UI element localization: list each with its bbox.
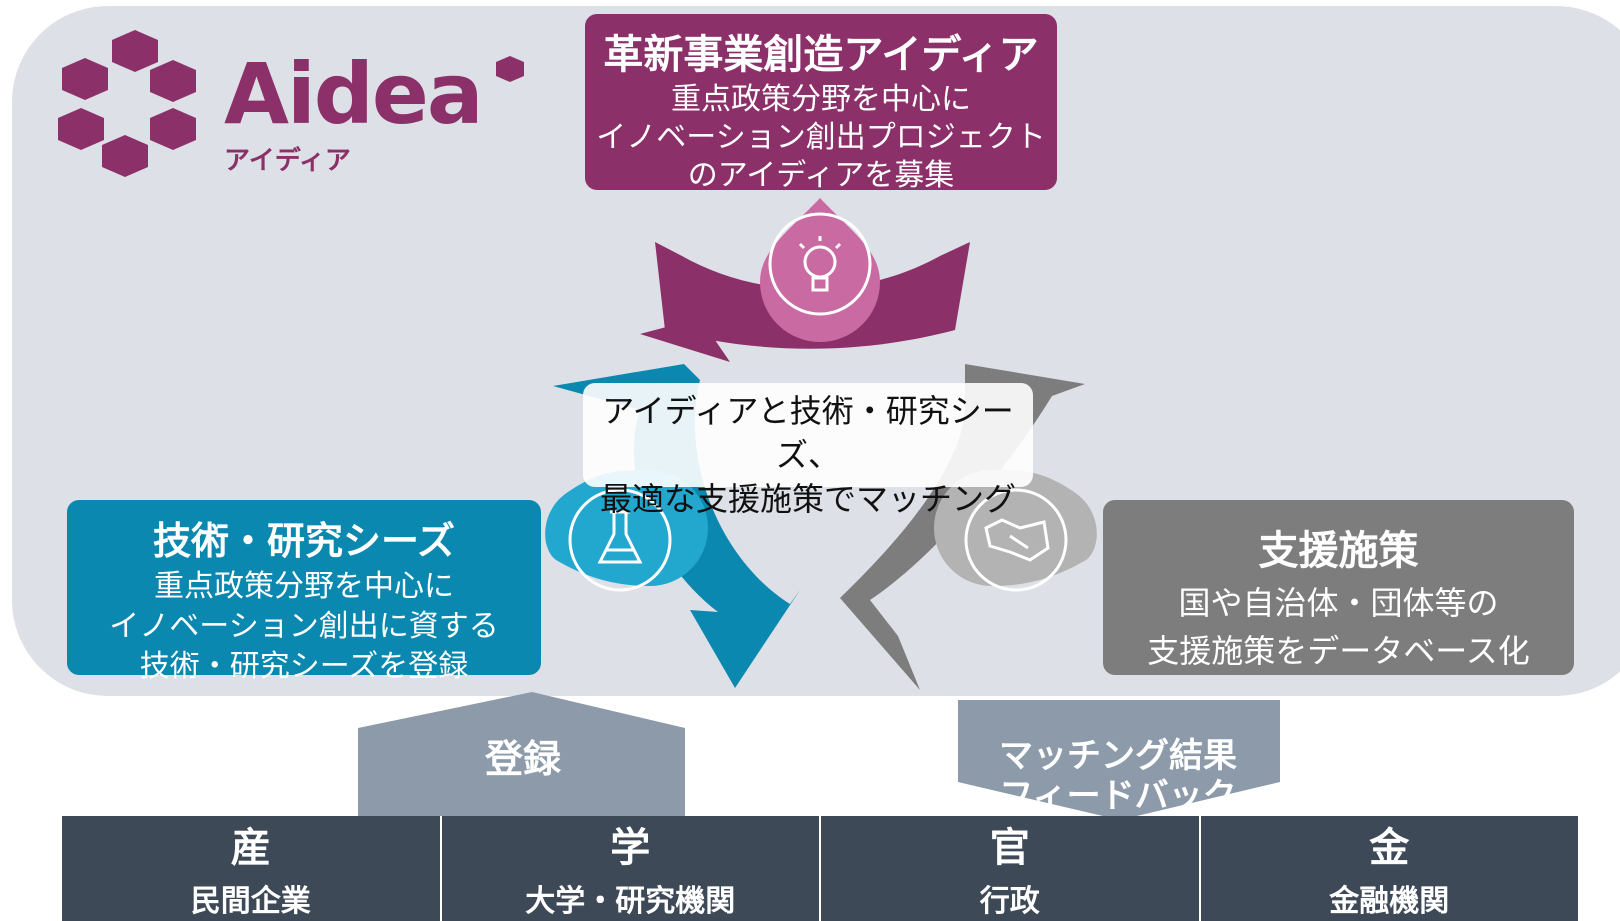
ideas-box: 革新事業創造アイディア 重点政策分野を中心に イノベーション創出プロジェクト の…: [585, 14, 1057, 193]
ideas-drop-shape: [760, 198, 880, 342]
feedback-line-2: フィードバック: [999, 776, 1237, 816]
seeds-box: 技術・研究シーズ 重点政策分野を中心に イノベーション創出に資する 技術・研究シ…: [67, 500, 541, 684]
center-line-1: アイディアと技術・研究シーズ、: [602, 392, 1014, 474]
logo-kana: アイディア: [224, 146, 351, 176]
sector-kanji: 学: [610, 825, 651, 871]
support-drop-shape: [934, 470, 1097, 586]
feedback-line-1: マッチング結果: [999, 736, 1237, 776]
logo-wordmark: Aidea: [224, 45, 484, 143]
flask-icon: [597, 510, 643, 564]
sector-label: 民間企業: [190, 884, 311, 919]
ideas-line-2: イノベーション創出プロジェクト: [596, 120, 1046, 155]
sector-kanji: 産: [230, 825, 271, 871]
sector-label: 行政: [979, 884, 1040, 919]
center-matching-label: アイディアと技術・研究シーズ、 最適な支援施策でマッチング: [583, 383, 1033, 518]
feedback-arrow: [958, 700, 1280, 820]
sector-industry: 産 民間企業: [62, 816, 442, 921]
sector-label: 大学・研究機関: [525, 884, 736, 919]
lightbulb-icon: [798, 236, 842, 292]
support-box: 支援施策 国や自治体・団体等の 支援施策をデータベース化: [1103, 500, 1574, 675]
seeds-line-1: 重点政策分野を中心に: [154, 569, 454, 604]
ideas-line-3: のアイディアを募集: [687, 158, 955, 193]
ideas-line-1: 重点政策分野を中心に: [671, 82, 971, 117]
support-title: 支援施策: [1258, 528, 1419, 574]
sector-kanji: 金: [1369, 825, 1410, 871]
support-line-2: 支援施策をデータベース化: [1147, 632, 1530, 670]
center-line-2: 最適な支援施策でマッチング: [599, 480, 1016, 518]
sector-finance: 金 金融機関: [1201, 816, 1579, 921]
seeds-line-3: 技術・研究シーズを登録: [139, 649, 469, 684]
support-line-1: 国や自治体・団体等の: [1178, 584, 1499, 622]
ideas-title: 革新事業創造アイディア: [603, 32, 1039, 78]
seeds-title: 技術・研究シーズ: [152, 519, 456, 563]
sectors-bar: 産 民間企業 学 大学・研究機関 官 行政 金 金融機関: [62, 816, 1578, 921]
seeds-line-2: イノベーション創出に資する: [109, 609, 499, 644]
sector-academia: 学 大学・研究機関: [442, 816, 821, 921]
feedback-label: マッチング結果 フィードバック: [958, 736, 1278, 816]
sector-label: 金融機関: [1329, 884, 1450, 919]
sector-government: 官 行政: [821, 816, 1201, 921]
handshake-icon: [984, 518, 1050, 562]
sector-kanji: 官: [989, 825, 1030, 871]
register-arrow: [358, 692, 685, 816]
register-label: 登録: [484, 737, 561, 781]
